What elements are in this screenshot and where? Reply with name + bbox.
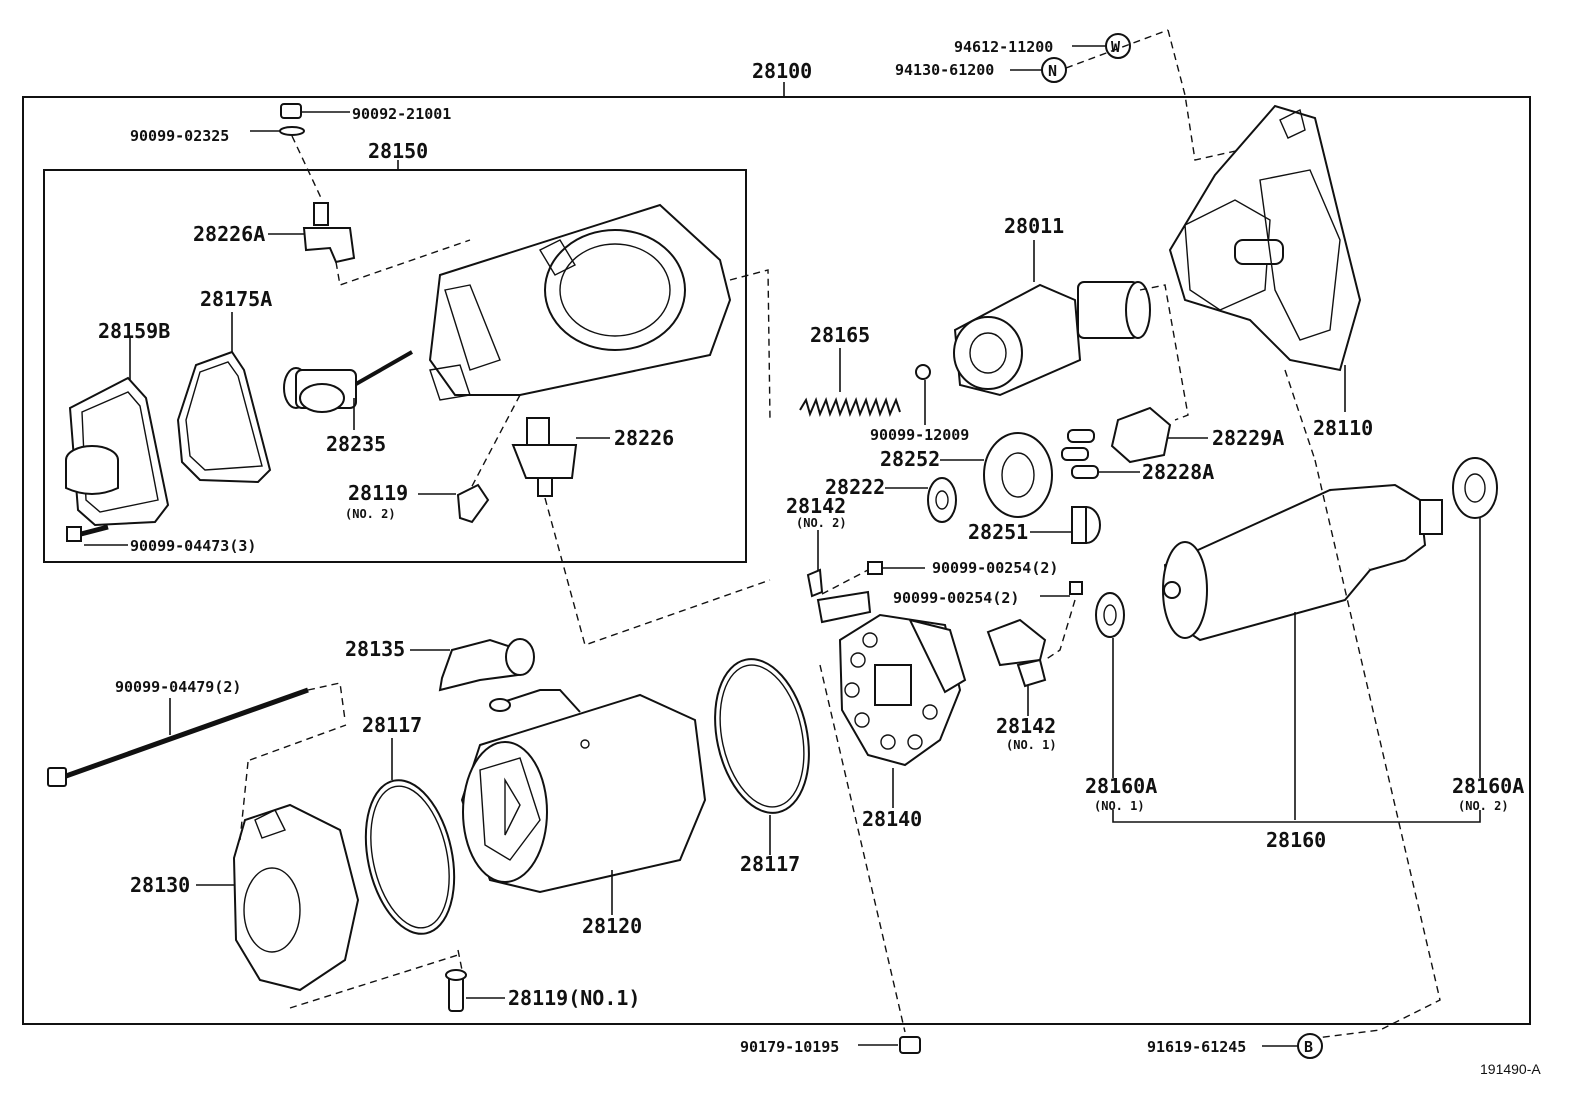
label-28175A: 28175A xyxy=(200,287,272,311)
yoke-28120 xyxy=(460,693,707,915)
label-28117-left: 28117 xyxy=(362,713,422,737)
end-frame-28130 xyxy=(196,803,360,992)
label-91619-61245: 91619-61245 xyxy=(1147,1038,1246,1056)
brush-28119-no2 xyxy=(418,483,490,524)
label-28142-no2-suffix: (NO. 2) xyxy=(796,516,847,530)
boot-28135 xyxy=(410,638,535,692)
o-ring-28117-right xyxy=(714,658,810,855)
label-28119-no2-suffix: (NO. 2) xyxy=(345,507,396,521)
gear-28252 xyxy=(940,432,1053,518)
solenoid-housing xyxy=(428,203,732,401)
label-28142-no1: 28142 xyxy=(996,714,1056,738)
label-28160A-no2-suffix: (NO. 2) xyxy=(1458,799,1509,813)
o-ring-28117-left xyxy=(364,738,456,935)
label-28120: 28120 xyxy=(582,914,642,938)
label-28100: 28100 xyxy=(752,59,812,83)
label-28140: 28140 xyxy=(862,807,922,831)
label-28160A-no1-suffix: (NO. 1) xyxy=(1094,799,1145,813)
label-28160A-no1: 28160A xyxy=(1085,774,1157,798)
label-90099-00254-b: 90099-00254(2) xyxy=(893,589,1019,607)
screw-90099-00254-b xyxy=(1040,581,1083,597)
cover-28159B xyxy=(65,338,170,527)
label-b: B xyxy=(1304,1038,1313,1056)
label-28135: 28135 xyxy=(345,637,405,661)
label-28142-no2: 28142 xyxy=(786,494,846,518)
label-28142-no1-suffix: (NO. 1) xyxy=(1006,738,1057,752)
label-94612-11200: 94612-11200 xyxy=(954,38,1053,56)
label-28235: 28235 xyxy=(326,432,386,456)
label-28226A: 28226A xyxy=(193,222,265,246)
label-28222: 28222 xyxy=(825,475,885,499)
label-28160A-no2: 28160A xyxy=(1452,774,1524,798)
label-28119-no2: 28119 xyxy=(348,481,408,505)
label-28117-right: 28117 xyxy=(740,852,800,876)
armature-28160 xyxy=(1162,483,1443,820)
label-90099-12009: 90099-12009 xyxy=(870,426,969,444)
label-28150: 28150 xyxy=(368,139,428,163)
brush-28142-no1 xyxy=(986,618,1047,716)
assembly-frame-28100 xyxy=(22,96,1531,1025)
bearing-28160A-no2 xyxy=(1452,457,1498,778)
assembly-frame-28150 xyxy=(43,169,747,563)
plunger-28235 xyxy=(283,350,413,430)
rollers-28228A xyxy=(1061,429,1140,479)
retainer-28229A xyxy=(1110,406,1208,464)
label-90099-02325: 90099-02325 xyxy=(130,127,229,145)
terminal-28226 xyxy=(511,417,610,497)
label-28110: 28110 xyxy=(1313,416,1373,440)
washer-28222 xyxy=(885,477,957,523)
brush-holder-28140 xyxy=(838,613,967,808)
housing-28110 xyxy=(1168,104,1362,412)
label-28229A: 28229A xyxy=(1212,426,1284,450)
label-28011: 28011 xyxy=(1004,214,1064,238)
brush-28142-no2 xyxy=(806,530,872,624)
nut-90179-10195 xyxy=(858,1036,921,1054)
label-28130: 28130 xyxy=(130,873,190,897)
label-28228A: 28228A xyxy=(1142,460,1214,484)
through-bolt-90099-04479 xyxy=(47,687,309,787)
gasket-28175A xyxy=(176,312,272,484)
clutch-28011 xyxy=(953,240,1151,397)
label-28119-no1: 28119(NO.1) xyxy=(508,986,640,1010)
washer-90099-02325 xyxy=(250,126,305,136)
pinion-28251 xyxy=(1030,506,1101,544)
bearing-28160A-no1 xyxy=(1095,592,1125,778)
label-90099-04479: 90099-04479(2) xyxy=(115,678,241,696)
label-90179-10195: 90179-10195 xyxy=(740,1038,839,1056)
label-n: N xyxy=(1048,62,1057,80)
label-w: W xyxy=(1111,38,1121,56)
bolt-90099-04473 xyxy=(66,524,128,546)
label-28226: 28226 xyxy=(614,426,674,450)
screw-90099-00254-a xyxy=(867,561,925,575)
diagram-id: 191490-A xyxy=(1480,1061,1541,1077)
label-28159B: 28159B xyxy=(98,319,170,343)
brush-28119-no1 xyxy=(445,969,505,1012)
label-28160: 28160 xyxy=(1266,828,1326,852)
spring-28165 xyxy=(799,348,901,417)
nut-90092-21001 xyxy=(280,103,350,119)
label-28252: 28252 xyxy=(880,447,940,471)
label-28251: 28251 xyxy=(968,520,1028,544)
label-90099-00254-a: 90099-00254(2) xyxy=(932,559,1058,577)
label-90099-04473: 90099-04473(3) xyxy=(130,537,256,555)
label-28165: 28165 xyxy=(810,323,870,347)
ball-90099-12009 xyxy=(915,364,931,425)
label-90092-21001: 90092-21001 xyxy=(352,105,451,123)
terminal-28226A xyxy=(268,202,356,264)
label-94130-61200: 94130-61200 xyxy=(895,61,994,79)
